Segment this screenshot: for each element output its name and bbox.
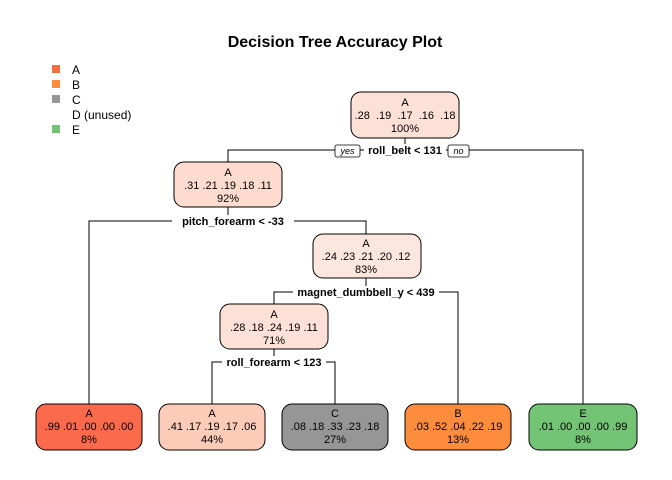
node-class: E [579,408,586,420]
node-percent: 44% [201,434,223,446]
split-label-magnet-dumbbell: magnet_dumbbell_y < 439 [297,287,434,299]
node-class: A [224,167,232,179]
node-probs: .08 .18 .33 .23 .18 [291,421,380,433]
node-percent: 8% [575,434,591,446]
node-probs: .24 .23 .21 .20 .12 [322,251,411,263]
node-percent: 8% [81,434,97,446]
node-box-3 [312,233,422,279]
split-label-roll-forearm: roll_forearm < 123 [226,357,321,369]
legend-label-a: A [72,63,80,77]
yes-tag: yes [339,146,355,156]
split-label-pitch-forearm: pitch_forearm < -33 [182,216,284,228]
legend-swatch-b [52,80,60,88]
node-probs: .99 .01 .00 .00 .00 [45,421,134,433]
tree-node-2: A .31 .21 .19 .18 .11 92% [173,161,283,208]
node-probs: .41 .17 .19 .17 .06 [168,421,257,433]
yes-tag-box [334,144,361,158]
no-tag: no [453,146,463,156]
node-percent: 100% [391,123,419,135]
node-class: A [401,97,409,109]
node-percent: 83% [355,264,377,276]
legend-swatch-e [52,125,60,133]
node-probs: .03 .52 .04 .22 .19 [414,421,503,433]
leaf-box-2 [158,403,266,451]
tree-leaf-2: A .41 .17 .19 .17 .06 44% [158,403,266,451]
branch-tags: yes no [334,144,470,158]
node-class: A [362,238,370,250]
tree-leaf-3: C .08 .18 .33 .23 .18 27% [281,403,389,451]
node-class: C [331,408,339,420]
node-percent: 92% [217,193,239,205]
node-class: A [270,309,278,321]
node-percent: 27% [324,434,346,446]
node-class: A [208,408,216,420]
legend-label-c: C [72,93,81,107]
node-probs: .01 .00 .00 .00 .99 [539,421,628,433]
legend-swatch-c [52,95,60,103]
split-label-bg-magnet-dumbbell [293,286,439,299]
node-class: B [454,408,461,420]
node-box-4 [219,303,329,350]
legend-label-b: B [72,78,80,92]
tree-node-root: A .28 .19 .17 .16 .18 100% [350,91,460,139]
node-probs: .31 .21 .19 .18 .11 [184,180,272,192]
tree-leaf-4: B .03 .52 .04 .22 .19 13% [404,403,512,451]
leaf-box-4 [404,403,512,451]
node-percent: 71% [263,335,285,347]
leaf-box-1 [35,403,143,451]
tree-leaf-5: E .01 .00 .00 .00 .99 8% [528,403,638,451]
legend: A B C D (unused) E [52,63,131,137]
node-probs: .28 .18 .24 .19 .11 [230,322,318,334]
split-labels: roll_belt < 131 pitch_forearm < -33 magn… [172,144,446,369]
split-label-bg-pitch-forearm [172,215,294,228]
node-percent: 13% [447,434,469,446]
node-box-root [350,91,460,139]
diagram-title: Decision Tree Accuracy Plot [228,34,443,51]
legend-swatch-a [52,65,60,73]
node-class: A [85,408,93,420]
tree-leaf-1: A .99 .01 .00 .00 .00 8% [35,403,143,451]
leaf-box-5 [528,403,638,451]
split-label-bg-roll-forearm [222,356,326,369]
split-label-bg-roll-belt [364,144,446,157]
legend-label-d: D (unused) [72,108,131,122]
tree-node-3: A .24 .23 .21 .20 .12 83% [312,233,422,279]
no-tag-box [447,144,470,158]
node-box-2 [173,161,283,208]
split-label-roll-belt: roll_belt < 131 [368,145,442,157]
tree-node-4: A .28 .18 .24 .19 .11 71% [219,303,329,350]
legend-label-e: E [72,123,80,137]
leaf-box-3 [281,403,389,451]
node-probs: .28 .19 .17 .16 .18 [355,110,456,122]
